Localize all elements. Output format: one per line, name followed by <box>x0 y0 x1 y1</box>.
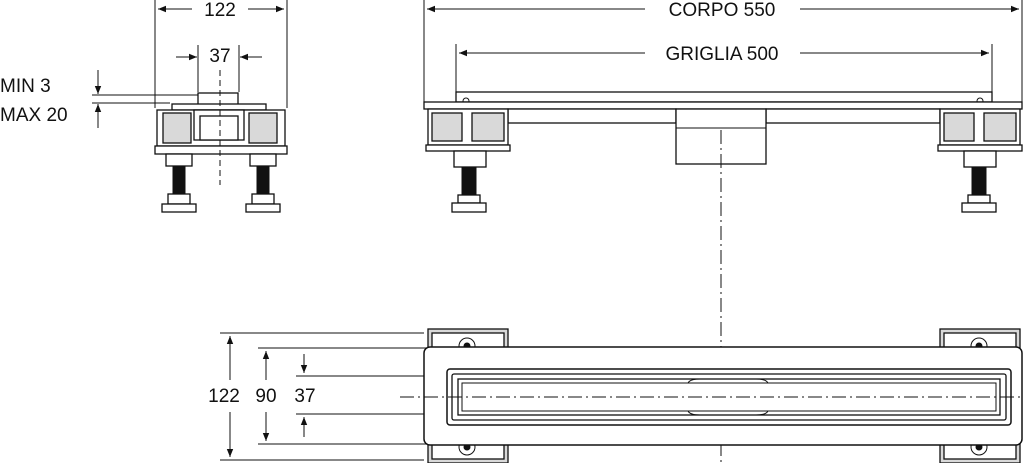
label-background <box>662 43 782 66</box>
label-background <box>205 385 243 408</box>
overall-width-label: 122 <box>208 386 240 407</box>
front-view: CORPO 550 GRIGLIA 500 <box>423 0 1023 463</box>
slot-width-label: 37 <box>294 386 315 407</box>
label-background <box>201 0 239 22</box>
label-background <box>0 75 54 98</box>
side-width-label: 122 <box>204 0 236 21</box>
min-label: MIN 3 <box>0 76 51 97</box>
side-view: 122 37 MIN 3 MAX 20 <box>0 0 288 213</box>
label-background <box>291 385 319 408</box>
top-view: 122 90 37 <box>205 328 1024 463</box>
label-background <box>665 0 779 22</box>
label-background <box>252 385 280 408</box>
inner-width-label: 90 <box>255 386 276 407</box>
label-background <box>0 104 71 127</box>
grate-length-label: GRIGLIA 500 <box>665 44 778 65</box>
body-length-label: CORPO 550 <box>669 0 776 21</box>
label-background <box>206 45 234 68</box>
side-opening-label: 37 <box>209 46 230 67</box>
max-label: MAX 20 <box>0 105 68 126</box>
